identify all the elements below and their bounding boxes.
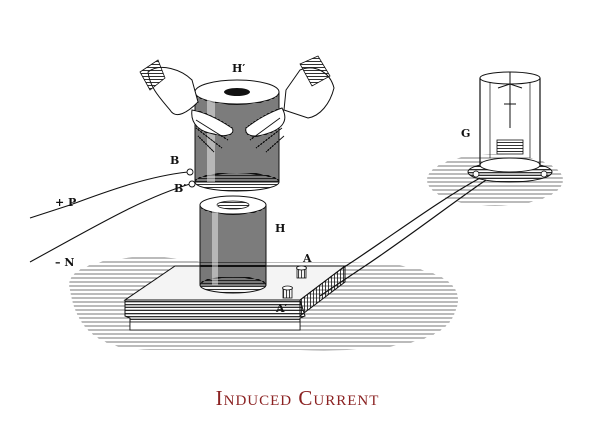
label-galvanometer: G	[461, 127, 470, 140]
sleeve-cuffs	[139, 55, 331, 91]
figure-caption: Induced Current	[215, 386, 380, 410]
label-wire-negative: – N	[55, 256, 74, 269]
galvanometer-wire-1	[317, 177, 481, 285]
lower-coil	[199, 195, 267, 294]
label-coil-upper: H′	[232, 62, 245, 75]
galvanometer	[467, 71, 553, 183]
label-terminal-a2: A′	[275, 302, 288, 315]
galvanometer-wire-2	[319, 179, 487, 297]
wire-positive	[29, 171, 189, 219]
terminal-b-posts	[186, 168, 196, 188]
terminal-a-posts	[282, 265, 307, 299]
label-coil-lower: H	[275, 222, 285, 235]
label-terminal-b2: B′	[174, 182, 186, 195]
label-terminal-a1: A	[302, 252, 312, 265]
upper-coil	[194, 79, 280, 192]
label-terminal-b1: B	[170, 154, 179, 167]
wire-negative	[29, 183, 191, 263]
label-wire-positive: + P	[55, 196, 76, 209]
